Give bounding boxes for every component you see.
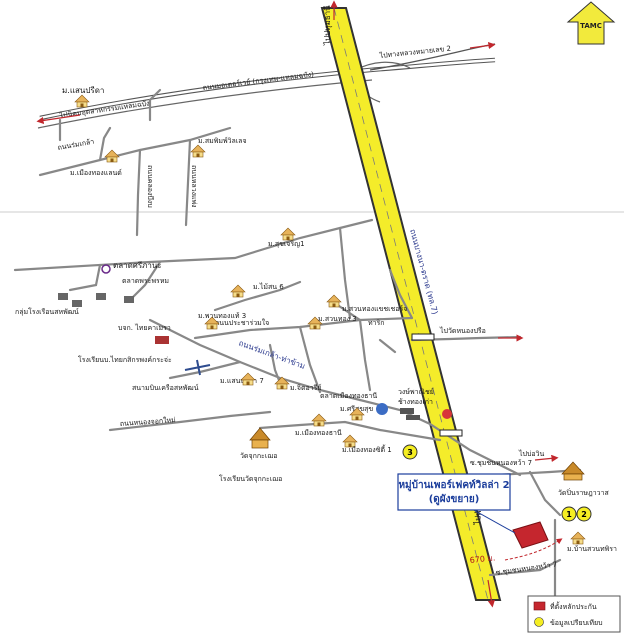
tara-b-label: ช้างทองเก่า	[398, 398, 433, 406]
legend: ที่ตั้งหลักประกัน ข้อมูลเปรียบเทียบ	[527, 595, 621, 633]
places-layer: ม.แสนปรีดา ม.เมืองทองแลนด์ ม.สมพิมพ์วิลเ…	[15, 86, 617, 553]
mai-pine-label: ม.ไม้สน 6	[253, 282, 284, 291]
market-a-label: ตลาดศรีภานะ	[113, 261, 162, 270]
callout-title: หมู่บ้านเพอร์เฟคท์วิลล่า 2	[398, 479, 509, 492]
khlong-eight-arrow	[36, 114, 81, 125]
ab-label: ม.เมืองทองธานี	[295, 429, 342, 437]
factory-label: กลุ่มโรงเรือนสหพัฒน์	[15, 307, 79, 316]
soi-chan-7b-label: ซ.ชุมชนหนองหว้า 7	[495, 560, 558, 577]
pathumthani-label: ไปปทุมธานี	[323, 5, 332, 46]
company-label: บจก. ไทยคาเมรา	[118, 323, 171, 332]
phongphet-label: ม.สุขเจริญ1	[268, 240, 305, 248]
south-label: ไปพัทยา	[473, 496, 484, 526]
callout-subtitle: (ดูผังขยาย)	[429, 493, 480, 506]
distance-label: 670 ม.	[469, 553, 495, 565]
phanit-label: ม.เมืองทองซิตี้ 1	[342, 443, 392, 454]
ram-luang-label: ถนนคลองบึงบ	[146, 165, 155, 208]
wat-school-label: โรงเรียนวัดจุกกะเฌอ	[219, 474, 282, 483]
bansuan-label: ม.บ้านสวนทพิรา	[567, 545, 617, 553]
distance-arrow	[504, 538, 563, 561]
marker-1-label: 1	[566, 510, 572, 519]
wat-east-label: วัดปิ่นราษฎาวาส	[558, 488, 610, 497]
phumi-label: ม.แสนปรีดา 7	[220, 377, 264, 385]
khlong-eight-label: ไปนิคมอุตสาหกรรมแหลมฉบัง	[58, 98, 150, 120]
market-b-label: ตลาดพระพรหม	[122, 277, 169, 285]
nakhon-b-label: ม.สวนทองแขชเชอร์จ	[342, 305, 407, 313]
subject-property-shape	[512, 521, 549, 549]
suwinthawong-label: ถนนประชาร่วมใจ	[215, 318, 269, 327]
saenbang-label: ม.แสนปรีดา	[62, 86, 104, 95]
marker-3-label: 3	[407, 448, 413, 457]
tamc-logo-text: TAMC	[580, 22, 602, 30]
comparable-markers: 3 1 2	[402, 444, 592, 522]
rom-klao-label: ถนนร่มเกล้า	[57, 138, 95, 152]
legend-comparable-label: ข้อมูลเปรียบเทียบ	[550, 619, 603, 627]
overpass-2	[439, 429, 463, 437]
callout-box	[397, 473, 511, 511]
callout-leader	[469, 507, 516, 534]
nong-prue-label: ไปวัดหนองปรือ	[439, 326, 486, 335]
marker-2-label: 2	[581, 510, 587, 519]
sarnphum-label: ม.เมืองทองแลนด์	[70, 169, 122, 177]
soi-chan-7-label: ซ.ชุมชนหนองหว้า 7	[470, 459, 532, 467]
airport-label: สนามบินเครือสหพัฒน์	[132, 384, 199, 392]
tamc-logo: TAMC	[566, 1, 616, 45]
luang-arrow	[469, 41, 496, 50]
jirawat-label: ม.จิตอารีย์	[290, 384, 321, 392]
tara-label: ทาริก	[368, 319, 385, 327]
market-c-label: ตลาดเมืองทองธานี	[320, 392, 377, 400]
cold-school-label: โรงเรียนบ.ไทยกสิกรพงค์กระจ่ะ	[78, 355, 172, 364]
local-roads	[13, 88, 582, 602]
pilot-label: ม.พานทองแท้ 3	[198, 312, 246, 320]
pantong-label: ม.สวนทอง 3	[318, 315, 357, 323]
bo-win-arrow	[534, 454, 559, 462]
wat-label: วัดจุกกะเฌอ	[240, 452, 277, 460]
luang-label: ไปทางหลวงหมายเลข 2	[378, 44, 451, 61]
legend-property-swatch	[533, 601, 546, 611]
legend-property-label: ที่ตั้งหลักประกัน	[550, 600, 597, 611]
south-arrow	[487, 579, 495, 608]
wong-ni-label: วงษ์พาณิชย์	[398, 388, 434, 396]
overpass-1	[411, 333, 435, 341]
motorway-road	[37, 43, 496, 129]
bo-win-label: ไปบ่อวิน	[518, 449, 545, 458]
airport-icon	[184, 359, 211, 376]
nong-chok-label: ถนนหนองจอกใหม่	[120, 415, 177, 428]
motorway-label: ถนนมอเตอร์เวย์ (กรุงเทพ-แหลมฉบัง)	[202, 70, 314, 92]
thanon-ram-label: ถนนหลวงแพ่ง	[190, 165, 198, 208]
legend-comparable-swatch	[534, 617, 544, 627]
muang-klang-label: ม.สมพิมพ์วิลเลจ	[198, 137, 247, 145]
